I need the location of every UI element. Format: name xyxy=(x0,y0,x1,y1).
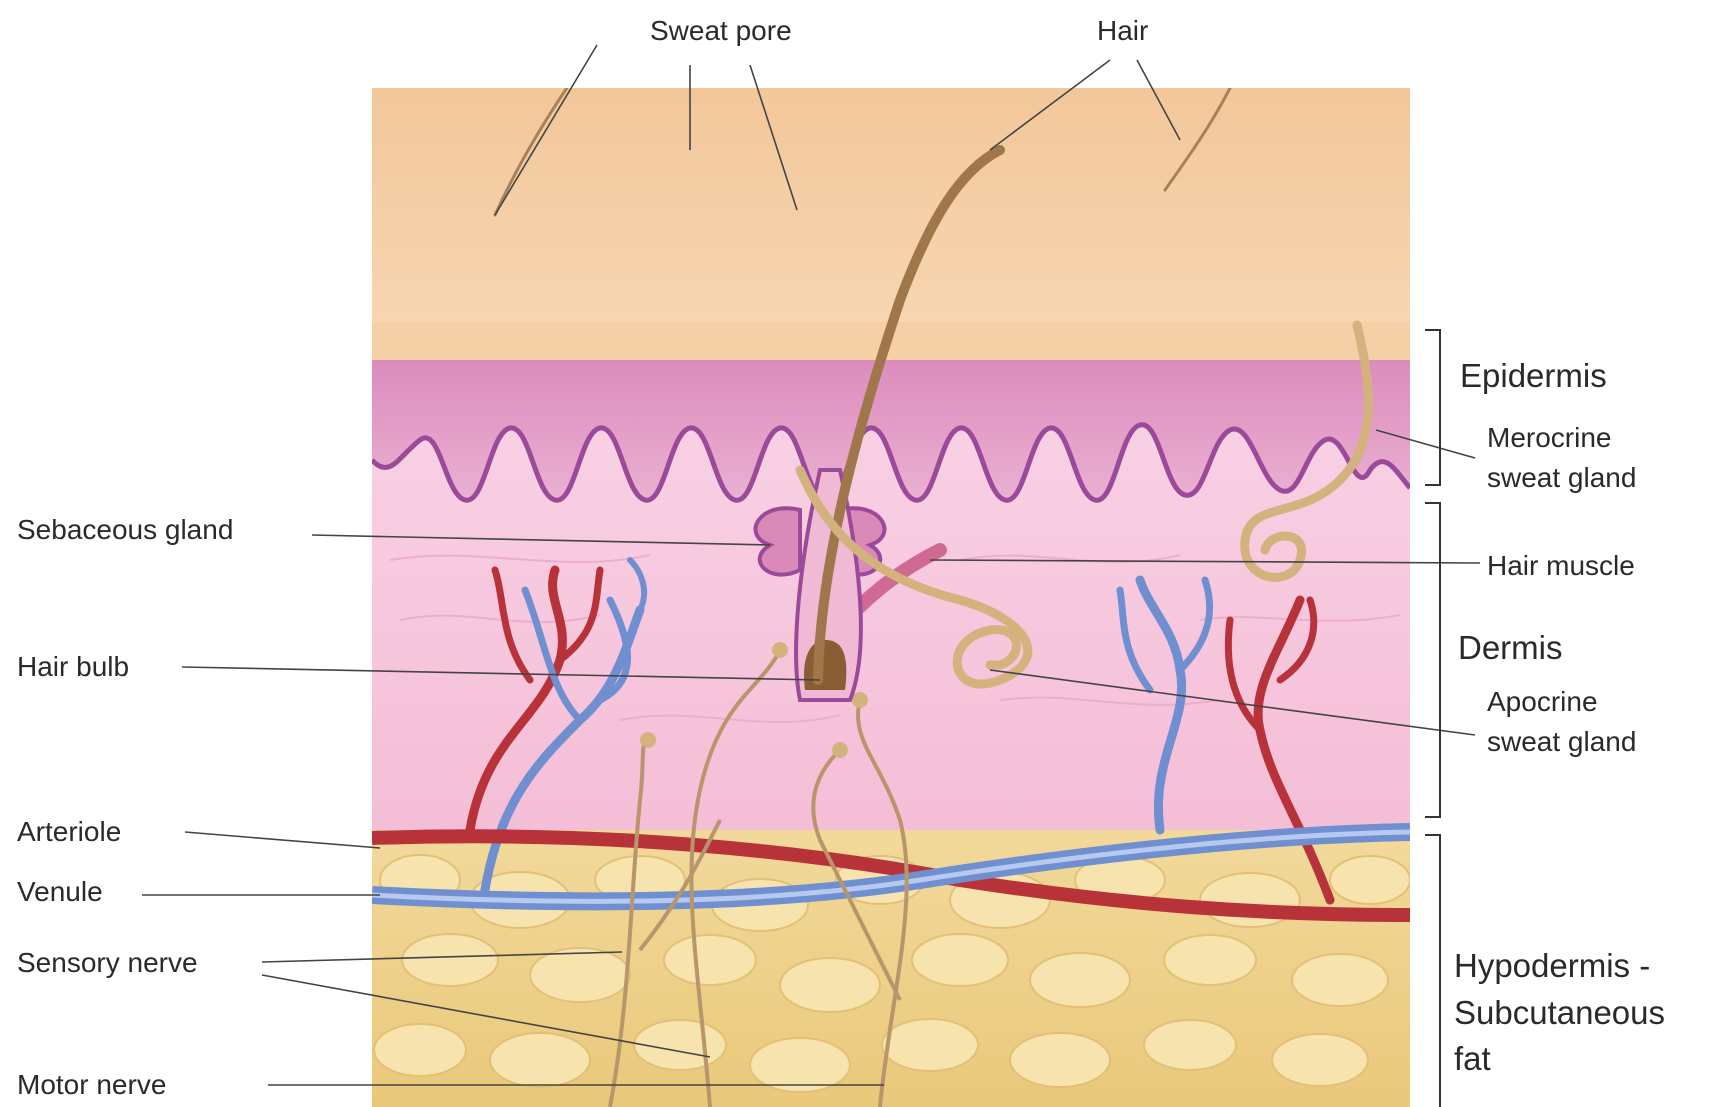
label-sensory-nerve: Sensory nerve xyxy=(17,947,198,978)
label-merocrine-line1: Merocrine xyxy=(1487,422,1611,453)
label-epidermis: Epidermis xyxy=(1460,357,1607,394)
label-hair-bulb: Hair bulb xyxy=(17,651,129,682)
label-arteriole: Arteriole xyxy=(17,816,121,847)
label-merocrine-line2: sweat gland xyxy=(1487,462,1636,493)
skin-surface-layer xyxy=(372,88,1410,328)
label-hair-muscle: Hair muscle xyxy=(1487,550,1635,581)
label-hair: Hair xyxy=(1097,15,1148,46)
label-dermis: Dermis xyxy=(1458,629,1563,666)
label-sweat-pore: Sweat pore xyxy=(650,15,792,46)
label-apocrine-line2: sweat gland xyxy=(1487,726,1636,757)
epidermis-bracket xyxy=(1425,330,1440,485)
skin-block xyxy=(372,20,1410,1107)
label-sebaceous-gland: Sebaceous gland xyxy=(17,514,233,545)
label-motor-nerve: Motor nerve xyxy=(17,1069,166,1100)
label-venule: Venule xyxy=(17,876,103,907)
dermis-bracket xyxy=(1425,503,1440,817)
label-hypodermis-line3: fat xyxy=(1454,1040,1491,1077)
label-apocrine-line1: Apocrine xyxy=(1487,686,1598,717)
arteriole-leader xyxy=(185,832,380,848)
label-hypodermis-line2: Subcutaneous xyxy=(1454,994,1665,1031)
hypodermis-bracket xyxy=(1425,835,1440,1107)
label-hypodermis-line1: Hypodermis - xyxy=(1454,947,1650,984)
